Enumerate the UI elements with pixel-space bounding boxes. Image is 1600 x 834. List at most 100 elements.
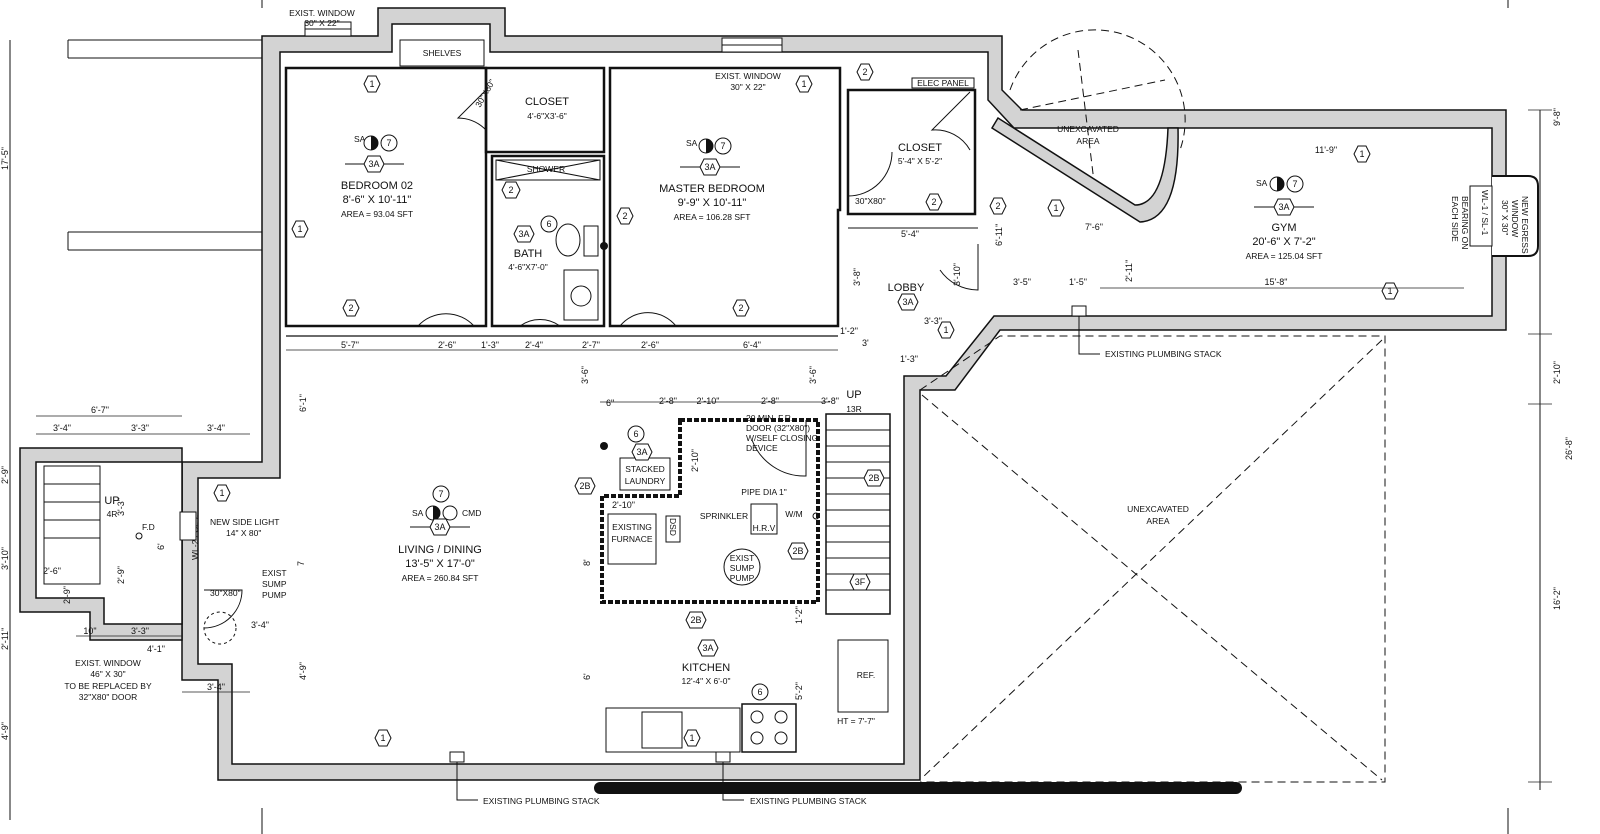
unexcavated-small-label-1: UNEXCAVATED xyxy=(1057,124,1119,134)
tag-1-f: 1 xyxy=(1381,282,1399,300)
tag-6-kitchen: 6 xyxy=(751,683,769,701)
svg-text:3A: 3A xyxy=(434,522,445,532)
plumbing-stack-label-1: EXISTING PLUMBING STACK xyxy=(1105,349,1222,359)
tag-2b-c: 2B xyxy=(685,611,707,629)
exist-window-b-label: EXIST. WINDOW xyxy=(715,71,781,81)
up-13r-1: UP xyxy=(846,389,861,401)
svg-text:1: 1 xyxy=(943,325,948,335)
svg-text:1: 1 xyxy=(1387,286,1392,296)
svg-text:3': 3' xyxy=(862,338,869,348)
svg-text:3'-5": 3'-5" xyxy=(1013,277,1031,287)
new-side-light-1: NEW SIDE LIGHT xyxy=(210,517,279,527)
ht-label: HT = 7'-7" xyxy=(837,716,875,726)
exist-sump-b-3: PUMP xyxy=(730,573,755,583)
tag-3a-master: 3A xyxy=(699,158,721,176)
svg-text:6": 6" xyxy=(606,398,614,408)
tag-3a-kitchen: 3A xyxy=(697,639,719,657)
master-name: MASTER BEDROOM xyxy=(659,183,765,195)
svg-text:6: 6 xyxy=(633,429,638,439)
tag-6-bath: 6 xyxy=(540,215,558,233)
svg-text:3A: 3A xyxy=(636,447,647,457)
svg-text:2'-10": 2'-10" xyxy=(612,500,635,510)
unexcavated-small-label-2: AREA xyxy=(1076,136,1099,146)
svg-text:2: 2 xyxy=(622,211,627,221)
svg-text:2: 2 xyxy=(738,303,743,313)
unexcavated-big-area: UNEXCAVATED AREA xyxy=(919,335,1386,783)
exterior-lines xyxy=(67,39,262,251)
svg-text:6'-4": 6'-4" xyxy=(743,340,761,350)
side-entry: UP 4R F.D WL-2 / SL-2 NEW SIDE LIGHT 14"… xyxy=(19,447,287,702)
svg-text:3'-3": 3'-3" xyxy=(131,626,149,636)
svg-text:2'-9": 2'-9" xyxy=(116,566,126,584)
stacked-laundry: STACKED LAUNDRY 6 3A xyxy=(619,425,671,491)
svg-text:7: 7 xyxy=(296,561,306,566)
frame-lines xyxy=(9,0,1541,834)
svg-text:4'-9": 4'-9" xyxy=(298,662,308,680)
furnace-line-1: EXISTING xyxy=(612,522,652,532)
svg-text:2'-8": 2'-8" xyxy=(659,396,677,406)
tag-1-j: 1 xyxy=(683,729,701,747)
bedroom02-name: BEDROOM 02 xyxy=(341,180,413,192)
svg-text:3'-8": 3'-8" xyxy=(821,396,839,406)
tag-2-f: 2 xyxy=(989,197,1007,215)
bedroom-02: SA 7 3A BEDROOM 02 8'-6" X 10'-11" AREA … xyxy=(341,134,413,219)
plumbing-stack-label-3: EXISTING PLUMBING STACK xyxy=(750,796,867,806)
mechanical-room: EXISTING FURNACE DSD PIPE DIA 1" SPRINKL… xyxy=(600,413,820,604)
svg-text:3'-6": 3'-6" xyxy=(580,366,590,384)
unexcavated-small-area: UNEXCAVATED AREA xyxy=(990,29,1186,223)
svg-text:3'-4": 3'-4" xyxy=(251,620,269,630)
master-bedroom: SA 7 3A MASTER BEDROOM 9'-9" X 10'-11" A… xyxy=(659,137,765,222)
svg-text:6': 6' xyxy=(582,673,592,680)
svg-text:2'-6": 2'-6" xyxy=(438,340,456,350)
tag-2-bath: 2 xyxy=(501,181,521,199)
bedroom02-sa: SA xyxy=(354,134,366,144)
svg-text:3A: 3A xyxy=(702,643,713,653)
up-4r-1: UP xyxy=(104,495,119,507)
exist-window-a-size: 30" X 22" xyxy=(304,18,339,28)
window-replace-2: 46" X 30" xyxy=(90,669,125,679)
exist-sump-2: SUMP xyxy=(262,579,287,589)
svg-text:15'-8": 15'-8" xyxy=(1265,277,1288,287)
gym-name: GYM xyxy=(1271,222,1296,234)
closet2-name: CLOSET xyxy=(898,142,942,154)
svg-text:2'-9": 2'-9" xyxy=(0,466,10,484)
svg-text:3'-3": 3'-3" xyxy=(116,498,126,516)
svg-text:2B: 2B xyxy=(792,546,803,556)
fr-door-3: W/SELF CLOSING xyxy=(746,433,818,443)
gym-size: 20'-6" X 7'-2" xyxy=(1252,236,1315,248)
tag-3f-stair: 3F xyxy=(849,573,871,591)
svg-text:1: 1 xyxy=(297,224,302,234)
tag-7-gym: 7 xyxy=(1286,175,1304,193)
gym: SA 7 3A GYM 20'-6" X 7'-2" AREA = 125.04… xyxy=(1246,175,1322,261)
svg-text:1: 1 xyxy=(219,488,224,498)
living-sa: SA xyxy=(412,508,424,518)
bedroom02-size: 8'-6" X 10'-11" xyxy=(343,194,412,206)
laundry-line-1: STACKED xyxy=(625,464,665,474)
svg-text:2: 2 xyxy=(995,201,1000,211)
fd-label: F.D xyxy=(142,522,155,532)
svg-text:1: 1 xyxy=(1359,149,1364,159)
master-area: AREA = 106.28 SFT xyxy=(674,212,751,222)
tag-3a-laundry: 3A xyxy=(631,443,653,461)
tag-6-laundry: 6 xyxy=(627,425,645,443)
exist-sump-b-2: SUMP xyxy=(730,563,755,573)
svg-text:1: 1 xyxy=(689,733,694,743)
svg-text:3'-10": 3'-10" xyxy=(952,263,962,286)
closet1-name: CLOSET xyxy=(525,96,569,108)
egress-label-1: NEW EGRESS xyxy=(1520,196,1530,254)
svg-text:2'-7": 2'-7" xyxy=(582,340,600,350)
ref-label: REF. xyxy=(857,670,875,680)
tag-1-c: 1 xyxy=(291,220,309,238)
tag-1-h: 1 xyxy=(213,484,231,502)
svg-text:2'-11": 2'-11" xyxy=(1124,260,1134,282)
egress-window: NEW EGRESS WINDOW 30" X 30" BEARING ON E… xyxy=(1450,175,1539,257)
furnace-line-2: FURNACE xyxy=(611,534,652,544)
svg-text:2B: 2B xyxy=(690,615,701,625)
tag-1-i: 1 xyxy=(374,729,392,747)
door-swings xyxy=(417,312,677,327)
svg-text:26'-8": 26'-8" xyxy=(1564,437,1574,460)
exist-window-b-size: 30" X 22" xyxy=(730,82,765,92)
closet-2: CLOSET 5'-4" X 5'-2" 30"X80" xyxy=(847,91,971,206)
svg-text:2'-8": 2'-8" xyxy=(761,396,779,406)
